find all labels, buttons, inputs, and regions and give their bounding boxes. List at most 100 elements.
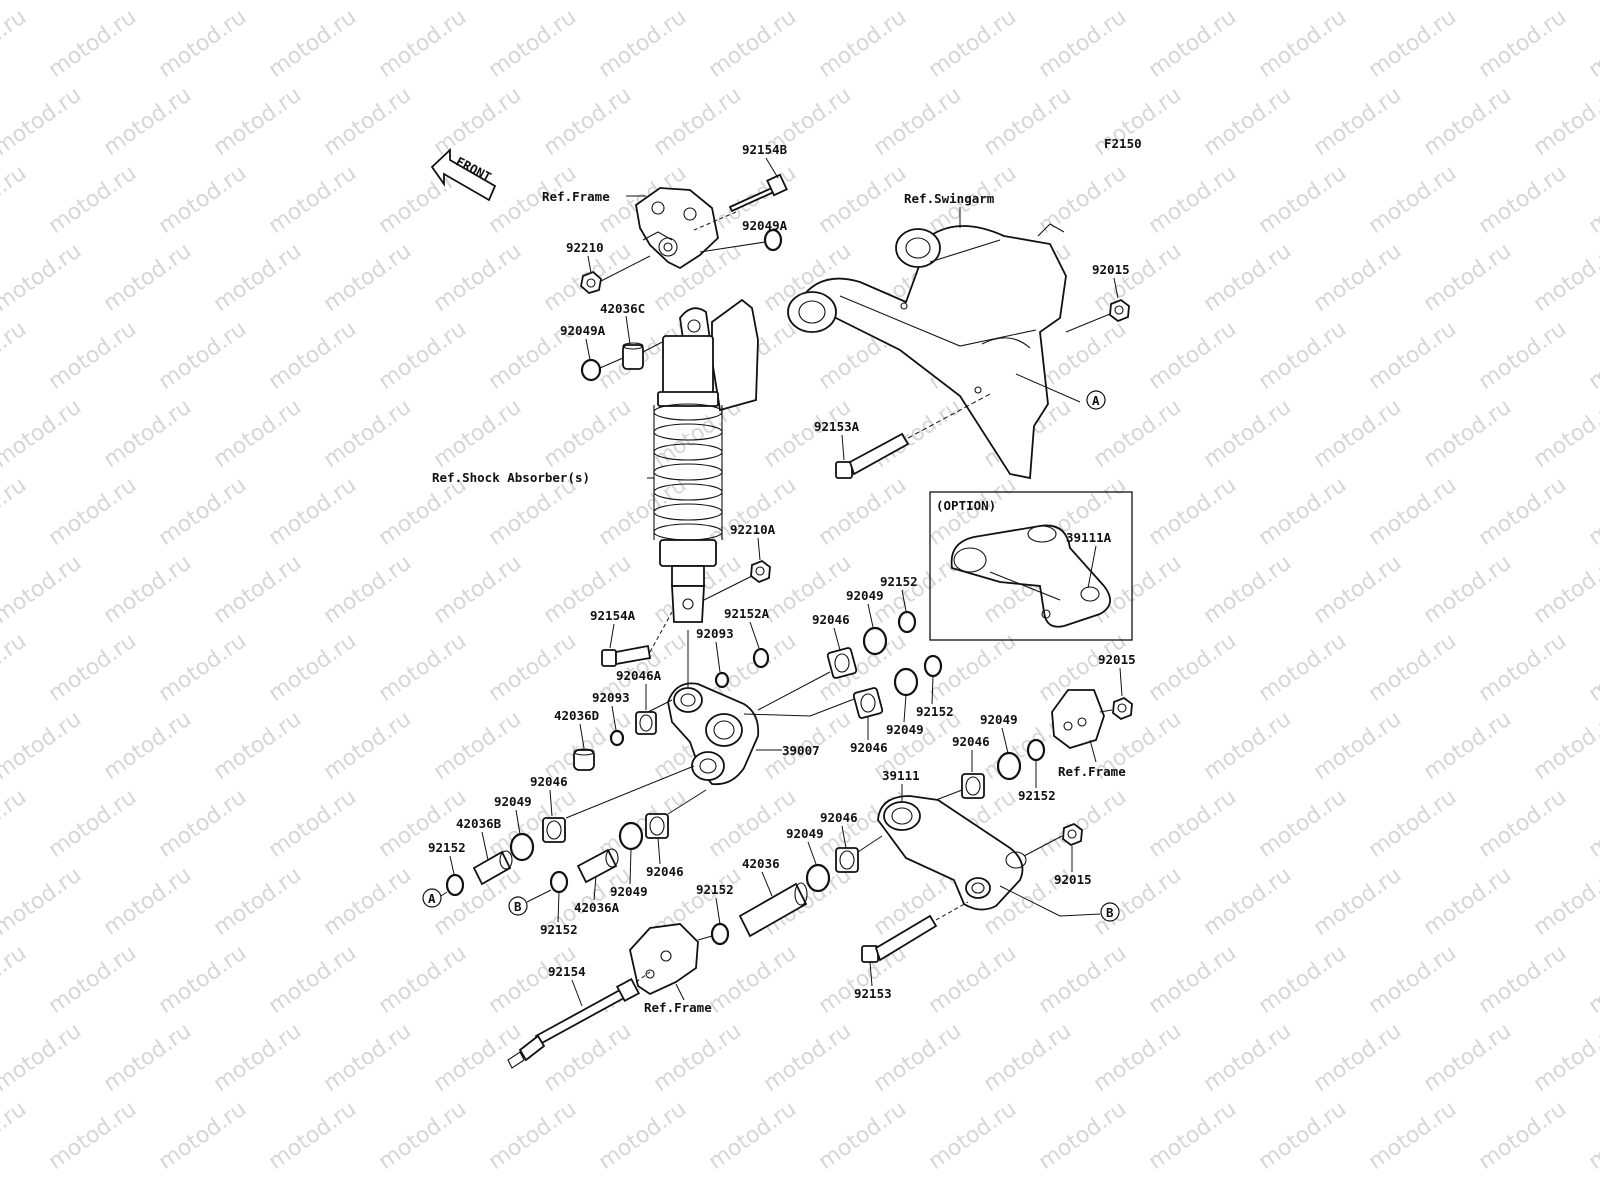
collar-42036C	[622, 342, 644, 370]
label-92046-right: 92046	[952, 734, 990, 749]
watermark-text: motod.ru	[209, 1019, 306, 1097]
bolt-92153A	[835, 432, 910, 479]
watermark-text: motod.ru	[1034, 161, 1131, 239]
watermark-text: motod.ru	[44, 473, 141, 551]
watermark-text: motod.ru	[704, 473, 801, 551]
washer-92049-left	[509, 832, 535, 862]
watermark-text: motod.ru	[1199, 551, 1296, 629]
watermark-text: motod.ru	[374, 941, 471, 1019]
watermark-text: motod.ru	[814, 473, 911, 551]
watermark-text: motod.ru	[0, 0, 86, 5]
watermark-text: motod.ru	[429, 0, 526, 5]
nut-92210A	[750, 559, 771, 584]
watermark-text: motod.ru	[0, 395, 86, 473]
swingarm	[787, 223, 1067, 480]
watermark-text: motod.ru	[44, 5, 141, 83]
watermark-text: motod.ru	[1529, 1019, 1600, 1097]
watermark-text: motod.ru	[1034, 941, 1131, 1019]
watermark-text: motod.ru	[154, 473, 251, 551]
watermark-text: motod.ru	[44, 317, 141, 395]
ref-frame-right: Ref.Frame	[1058, 764, 1126, 779]
callout-a-top: A	[1086, 390, 1106, 410]
watermark-text: motod.ru	[374, 629, 471, 707]
label-92049A-top: 92049A	[742, 218, 788, 233]
watermark-text: motod.ru	[869, 1019, 966, 1097]
watermark-text: motod.ru	[484, 1097, 581, 1175]
watermark-text: motod.ru	[1254, 473, 1351, 551]
watermark-text: motod.ru	[1144, 5, 1241, 83]
watermark-text: motod.ru	[1419, 863, 1516, 941]
watermark-text: motod.ru	[1199, 395, 1296, 473]
watermark-text: motod.ru	[319, 239, 416, 317]
label-92046-bl: 92046	[820, 810, 858, 825]
watermark-text: motod.ru	[704, 785, 801, 863]
watermark-text: motod.ru	[484, 941, 581, 1019]
watermark-text: motod.ru	[1364, 785, 1461, 863]
watermark-text: motod.ru	[374, 317, 471, 395]
watermark-text: motod.ru	[1419, 395, 1516, 473]
watermark-text: motod.ru	[539, 395, 636, 473]
label-39111: 39111	[882, 768, 920, 783]
watermark-text: motod.ru	[209, 863, 306, 941]
watermark-text: motod.ru	[704, 941, 801, 1019]
nut-92210	[580, 270, 602, 295]
watermark-text: motod.ru	[1144, 317, 1241, 395]
watermark-text: motod.ru	[1529, 239, 1600, 317]
watermark-text: motod.ru	[319, 863, 416, 941]
nut-92015-top	[1109, 298, 1130, 323]
label-92152-opt: 92152	[880, 574, 918, 589]
watermark-text: motod.ru	[1474, 161, 1571, 239]
watermark-text: motod.ru	[1144, 1097, 1241, 1175]
label-92049-left: 92049	[494, 794, 532, 809]
watermark-text: motod.ru	[1309, 83, 1406, 161]
label-92015-right: 92015	[1098, 652, 1136, 667]
watermark-text: motod.ru	[1529, 707, 1600, 785]
callout-b-left: B	[508, 896, 528, 916]
sleeve-42036	[738, 882, 808, 938]
label-92152A: 92152A	[724, 606, 770, 621]
label-39111A: 39111A	[1066, 530, 1112, 545]
watermark-text: motod.ru	[99, 83, 196, 161]
watermark-text: motod.ru	[319, 395, 416, 473]
ref-frame-bottom: Ref.Frame	[644, 1000, 712, 1015]
watermark-text: motod.ru	[1584, 317, 1600, 395]
watermark-text: motod.ru	[1419, 83, 1516, 161]
watermark-text: motod.ru	[979, 1019, 1076, 1097]
watermark-text: motod.ru	[44, 629, 141, 707]
watermark-text: motod.ru	[1309, 0, 1406, 5]
watermark-text: motod.ru	[1089, 1019, 1186, 1097]
watermark-text: motod.ru	[154, 1097, 251, 1175]
watermark-text: motod.ru	[264, 629, 361, 707]
watermark-text: motod.ru	[594, 5, 691, 83]
bolt-92154	[507, 977, 641, 1069]
callout-b-right-text: B	[1106, 905, 1114, 920]
watermark-text: motod.ru	[209, 239, 306, 317]
label-42036C: 42036C	[600, 301, 645, 316]
watermark-text: motod.ru	[0, 785, 31, 863]
label-92210: 92210	[566, 240, 604, 255]
label-92046A: 92046A	[616, 668, 662, 683]
watermark-text: motod.ru	[429, 707, 526, 785]
watermark-text: motod.ru	[319, 551, 416, 629]
watermark-text: motod.ru	[154, 317, 251, 395]
watermark-text: motod.ru	[814, 5, 911, 83]
watermark-text: motod.ru	[264, 1097, 361, 1175]
link-39111	[877, 795, 1027, 911]
label-92154: 92154	[548, 964, 586, 979]
watermark-text: motod.ru	[374, 5, 471, 83]
watermark-text: motod.ru	[869, 395, 966, 473]
watermark-text: motod.ru	[99, 239, 196, 317]
watermark-text: motod.ru	[319, 1019, 416, 1097]
watermark-text: motod.ru	[484, 5, 581, 83]
watermark-text: motod.ru	[1529, 863, 1600, 941]
bearing-92046-bottom	[835, 847, 859, 873]
label-92154B: 92154B	[742, 142, 788, 157]
label-92049A-left: 92049A	[560, 323, 606, 338]
label-92152-left: 92152	[428, 840, 466, 855]
front-arrow-icon: FRONT	[430, 147, 497, 202]
watermark-text: motod.ru	[1529, 83, 1600, 161]
watermark-text: motod.ru	[264, 941, 361, 1019]
watermark-text: motod.ru	[1529, 0, 1600, 5]
watermark-text: motod.ru	[1474, 629, 1571, 707]
